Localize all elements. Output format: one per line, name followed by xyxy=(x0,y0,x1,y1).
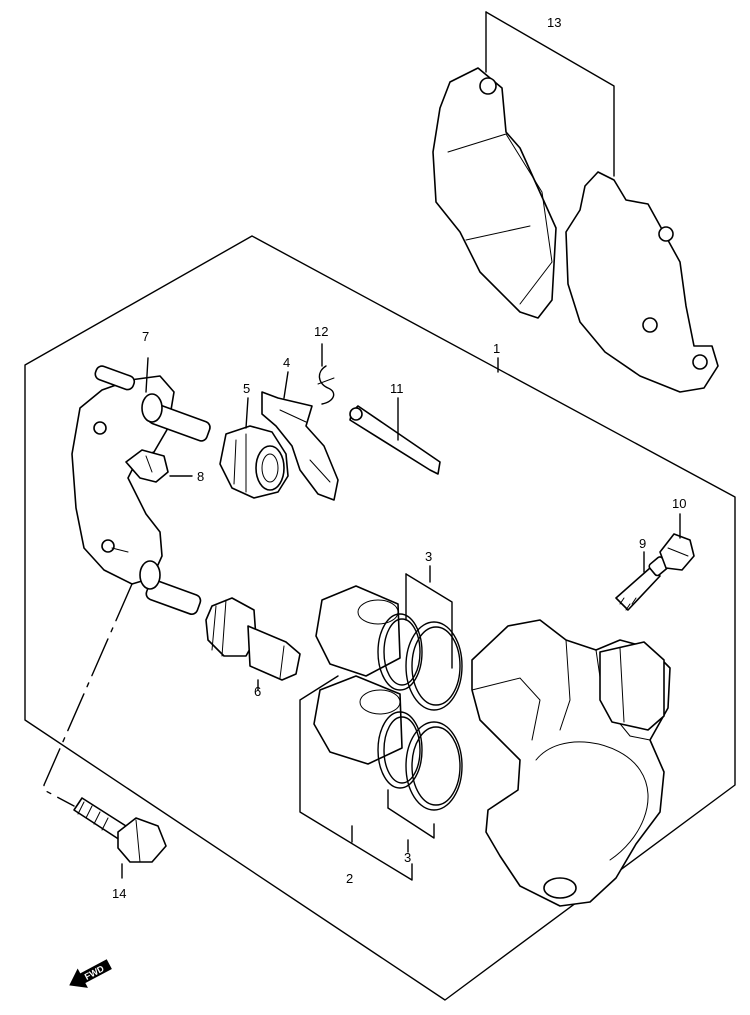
callout-8: 8 xyxy=(197,469,204,484)
pad-spring xyxy=(261,391,339,501)
callout-7: 7 xyxy=(142,329,149,344)
callout-5: 5 xyxy=(243,381,250,396)
brake-pad-front xyxy=(432,67,557,319)
piston-upper xyxy=(315,585,401,677)
callout-3a: 3 xyxy=(425,549,432,564)
callout-12: 12 xyxy=(314,324,328,339)
callout-3b: 3 xyxy=(404,850,411,865)
piston-seals-lower xyxy=(377,711,463,811)
slide-pin-lower xyxy=(205,597,301,681)
callout-9: 9 xyxy=(639,536,646,551)
callout-14: 14 xyxy=(112,886,126,901)
pad-retainer-clip xyxy=(125,449,169,483)
callout-1: 1 xyxy=(493,341,500,356)
bleeder-cap xyxy=(659,533,695,571)
brake-pad-set xyxy=(432,11,719,393)
piston-lower xyxy=(313,675,403,765)
piston-seals-upper xyxy=(377,613,463,711)
caliper-bracket xyxy=(71,365,211,615)
callout-4: 4 xyxy=(283,355,290,370)
forward-arrow-icon: FWD xyxy=(69,959,112,988)
callout-11: 11 xyxy=(390,381,404,396)
callout-10: 10 xyxy=(672,496,686,511)
slide-pin-boot xyxy=(219,425,289,499)
caliper-body xyxy=(471,619,671,907)
pad-pin xyxy=(349,405,441,475)
callout-13: 13 xyxy=(547,15,561,30)
callout-2: 2 xyxy=(346,871,353,886)
pad-pin-clip xyxy=(318,365,335,405)
caliper-assembly-box xyxy=(24,235,736,1001)
brake-pad-rear xyxy=(565,171,719,393)
mounting-bolt xyxy=(73,797,167,863)
leader-lines xyxy=(43,343,681,881)
bleeder-screw xyxy=(615,556,669,611)
callout-6: 6 xyxy=(254,684,261,699)
